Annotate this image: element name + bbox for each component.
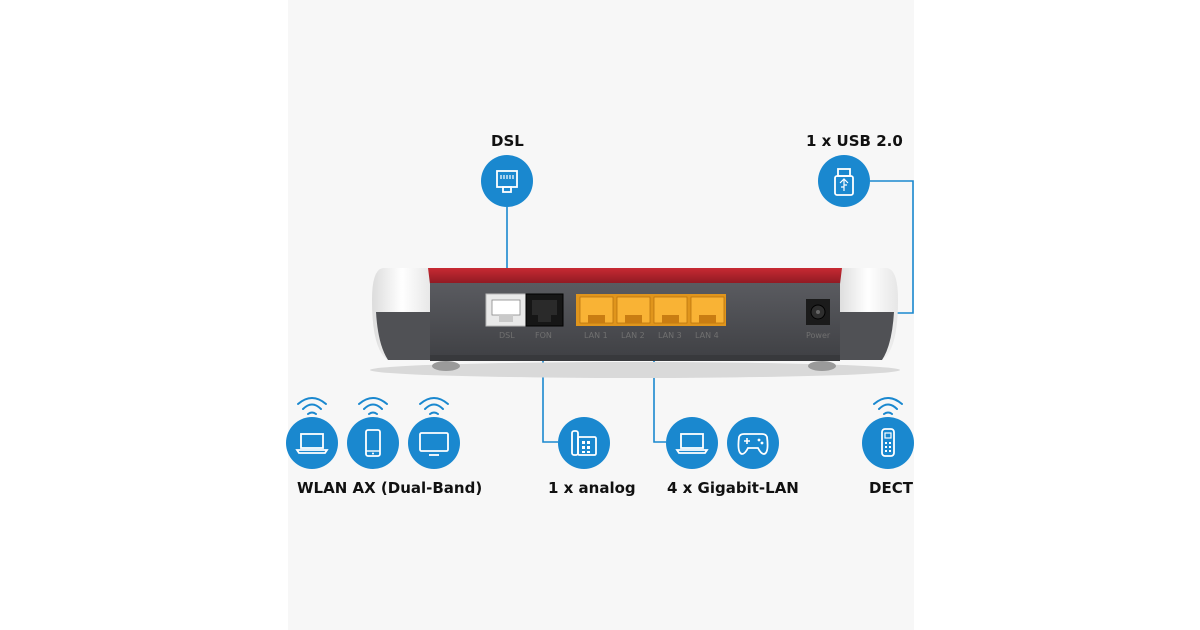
router-red-top	[428, 268, 842, 284]
ethernet-port-icon	[481, 155, 533, 207]
fon-port	[525, 293, 564, 327]
lan-label: 4 x Gigabit-LAN	[667, 479, 799, 497]
port-label-dsl: DSL	[499, 331, 515, 340]
dect-label: DECT	[869, 479, 913, 497]
lan-port-group	[576, 294, 726, 326]
usb-connector-line	[870, 180, 914, 314]
router-device	[370, 268, 900, 378]
wlan-label: WLAN AX (Dual-Band)	[297, 479, 483, 497]
port-label-lan2: LAN 2	[621, 331, 645, 340]
analog-label: 1 x analog	[548, 479, 636, 497]
desk-phone-icon	[558, 417, 610, 469]
router-foot	[432, 361, 460, 371]
analog-connector-line	[542, 358, 558, 443]
port-label-lan3: LAN 3	[658, 331, 682, 340]
usb-label: 1 x USB 2.0	[806, 132, 903, 150]
port-label-lan4: LAN 4	[695, 331, 719, 340]
smartphone-icon	[347, 417, 399, 469]
laptop-icon	[286, 417, 338, 469]
port-label-lan1: LAN 1	[584, 331, 608, 340]
router-shadow	[370, 362, 900, 378]
router-left-cap-dark	[376, 312, 432, 360]
port-label-power: Power	[806, 331, 831, 340]
dsl-port	[485, 293, 527, 327]
cordless-phone-icon	[862, 417, 914, 469]
router-right-cap-dark	[838, 312, 894, 360]
monitor-icon	[408, 417, 460, 469]
gamepad-icon	[727, 417, 779, 469]
usb-stick-icon	[818, 155, 870, 207]
router-foot	[808, 361, 836, 371]
lan-connector-line	[653, 354, 666, 443]
wifi-waves-icon	[297, 397, 903, 415]
dsl-label: DSL	[491, 132, 524, 150]
laptop-icon	[666, 417, 718, 469]
power-port	[806, 299, 830, 325]
port-label-fon: FON	[535, 331, 552, 340]
lan-port	[579, 296, 725, 324]
